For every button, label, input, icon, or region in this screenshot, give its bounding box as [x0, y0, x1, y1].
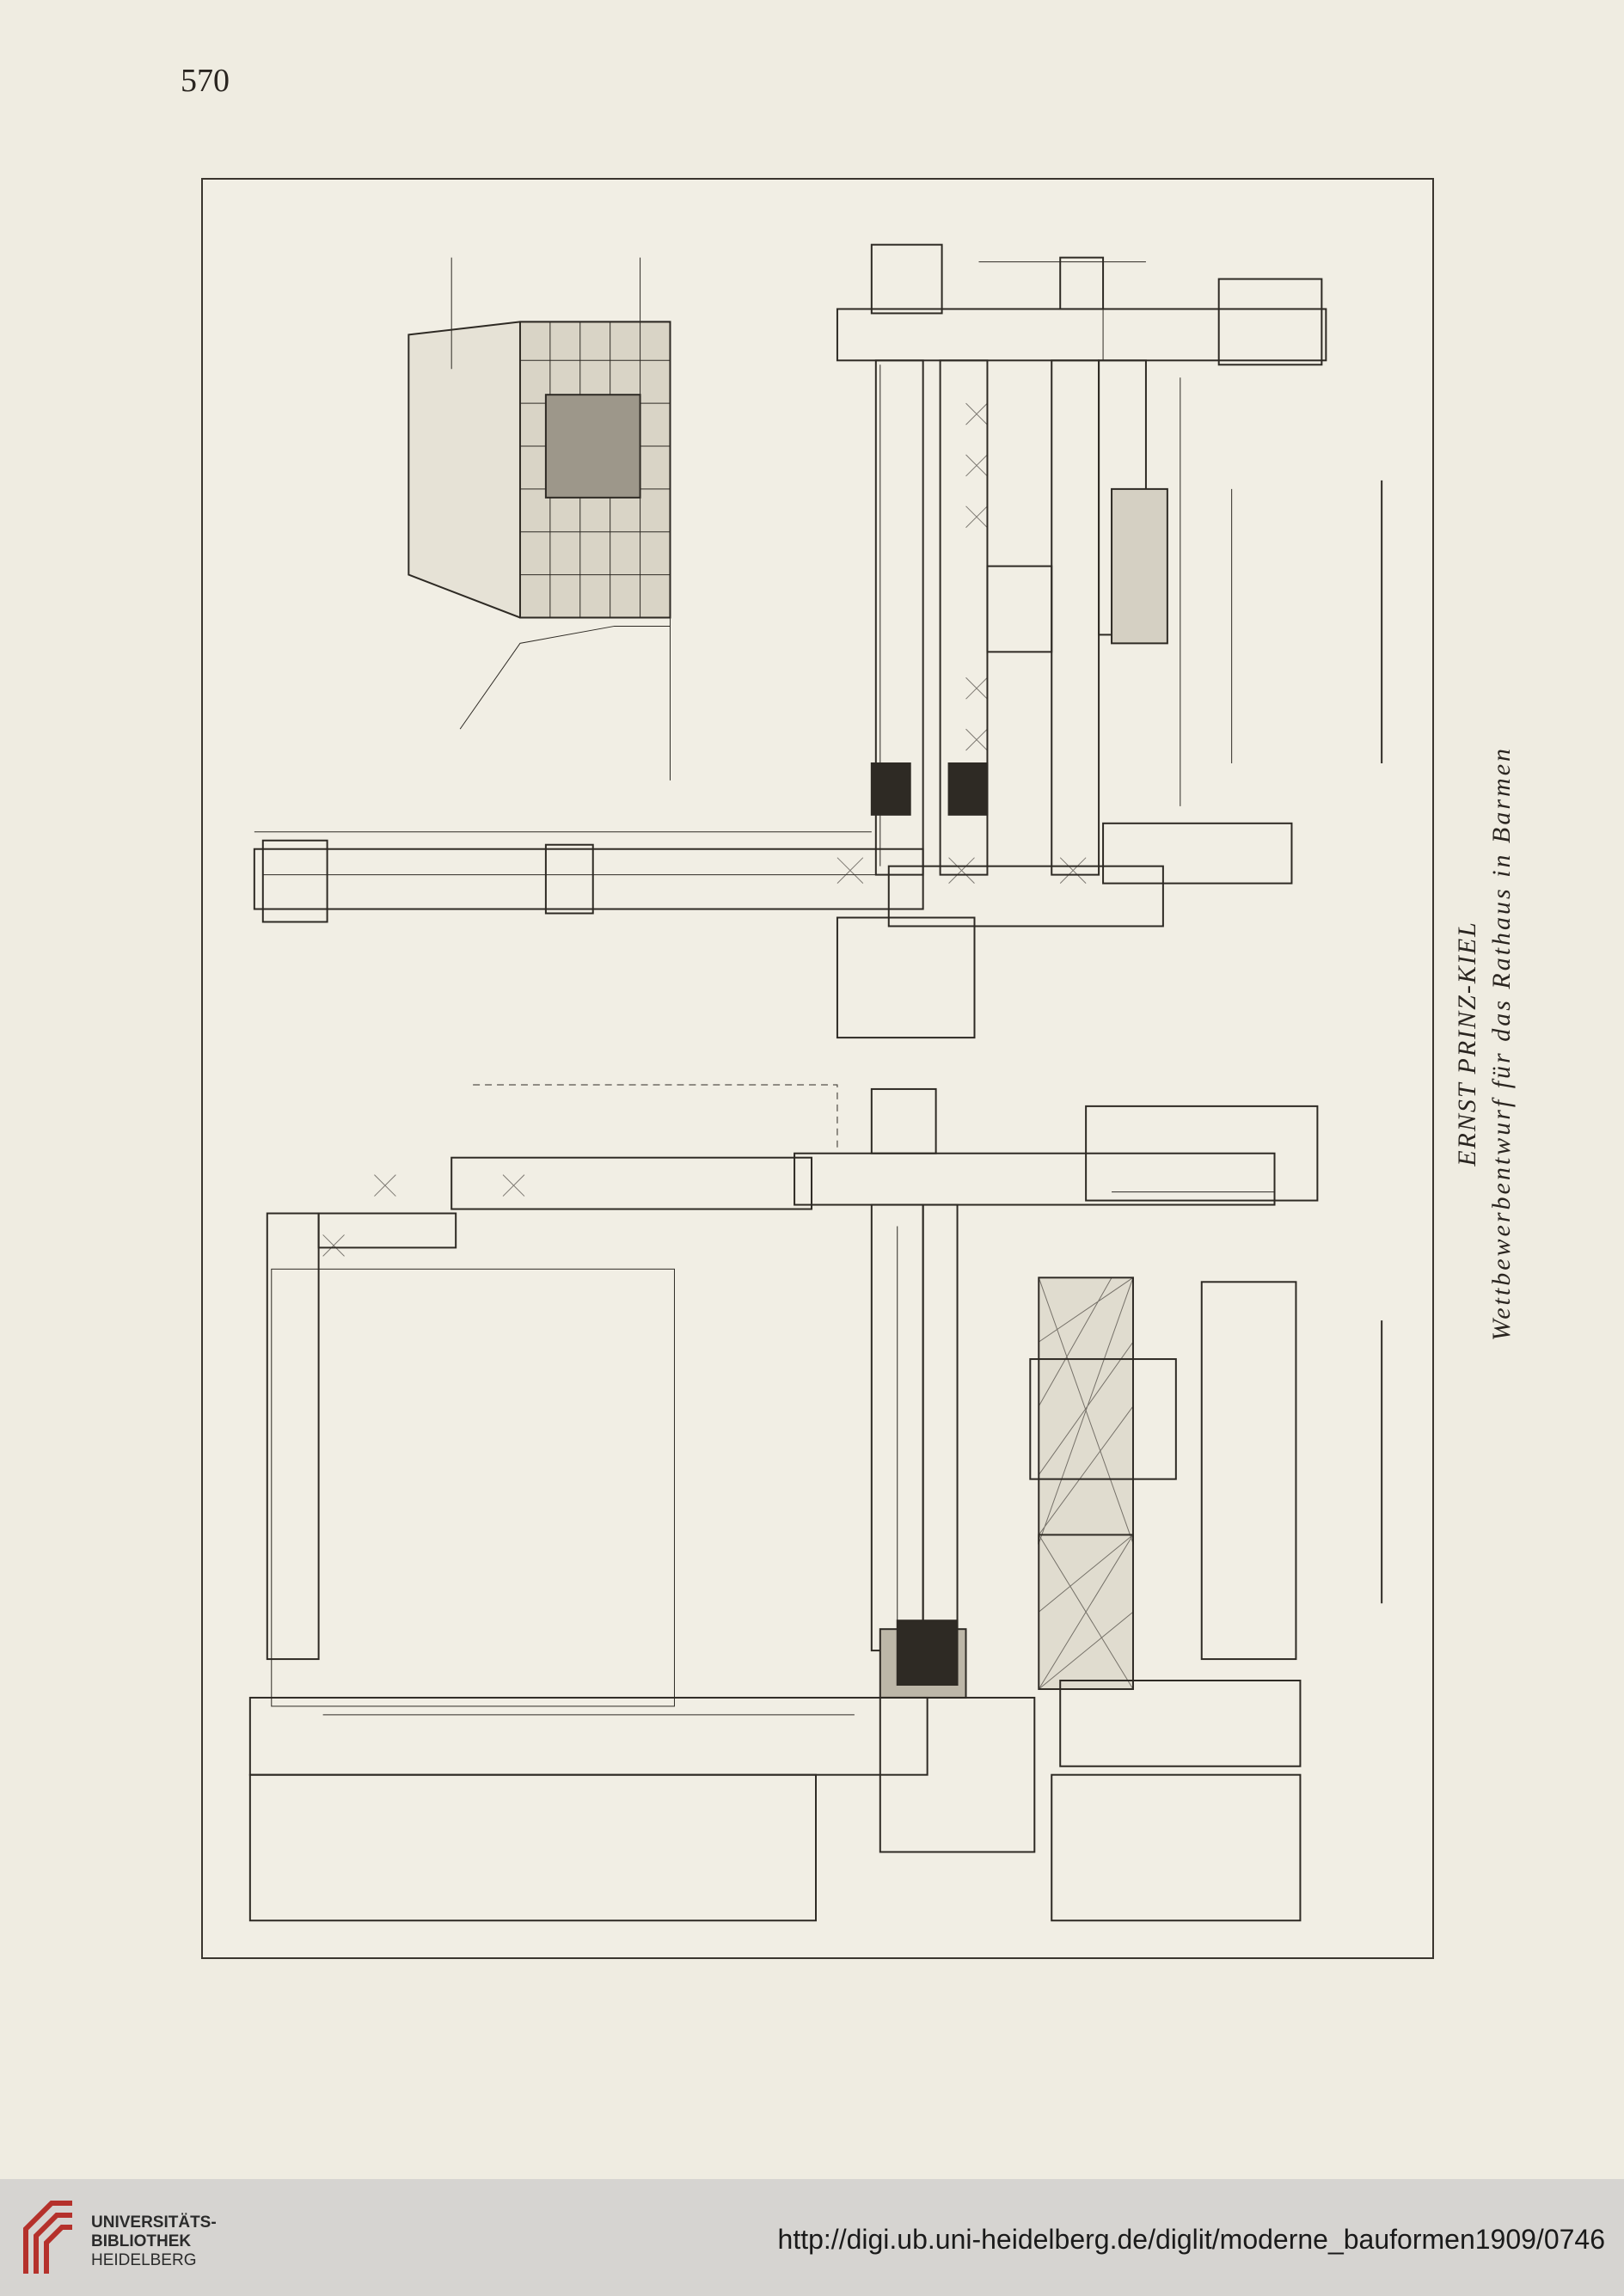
university-library-logo-icon: [23, 2201, 72, 2274]
floor-plan-drawing: [248, 243, 1383, 1922]
library-name-line3: HEIDELBERG: [91, 2251, 197, 2269]
library-name-line2: BIBLIOTHEK: [91, 2232, 192, 2250]
facade-elevation: [408, 257, 671, 781]
plate-caption: ERNST PRINZ-KIEL Wettbewerbentwurf für d…: [1453, 746, 1517, 1341]
project-title: Wettbewerbentwurf für das Rathaus in Bar…: [1487, 745, 1516, 1341]
architect-name: ERNST PRINZ-KIEL: [1453, 921, 1481, 1166]
ground-floor-plan: [248, 1084, 1383, 1922]
library-name: UNIVERSITÄTS- BIBLIOTHEK HEIDELBERG: [91, 2213, 217, 2270]
permalink-url[interactable]: http://digi.ub.uni-heidelberg.de/diglit/…: [777, 2224, 1605, 2255]
upper-floor-plan: [253, 243, 1383, 1039]
architectural-plate: [201, 178, 1434, 1959]
library-name-line1: UNIVERSITÄTS-: [91, 2213, 217, 2232]
digitization-footer: UNIVERSITÄTS- BIBLIOTHEK HEIDELBERG http…: [0, 2179, 1624, 2296]
page-number: 570: [181, 63, 230, 99]
